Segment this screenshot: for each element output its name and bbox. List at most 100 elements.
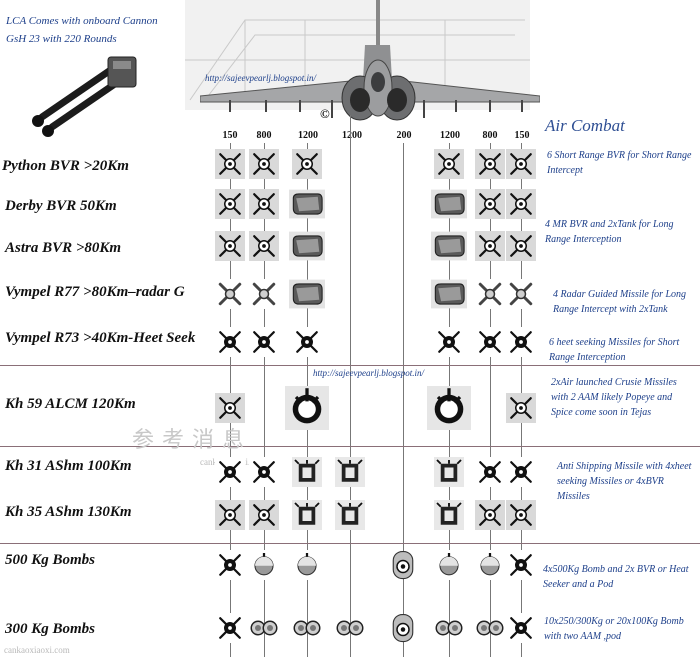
weapon-icon-x-light [249,189,279,219]
weapon-icon-bomb-pair [475,613,505,643]
weapon-icon-x-light [506,231,536,261]
row-label-500kg: 500 Kg Bombs [5,552,96,568]
watermark-chinese: 参考消息 [132,427,253,452]
row-label-r77: Vympel R77 >80Km–radar G [5,284,185,300]
row-label-astra: Astra BVR >80Km [5,240,122,256]
weapon-icon-cruise [285,386,329,430]
weapon-icon-bomb [249,550,279,580]
row-desc-kh59: 2xAir launched Crusie Missiles with 2 AA… [551,377,677,418]
weapon-icon-x-dark [506,457,536,487]
weapon-icon-tank [289,186,325,222]
weapon-icon-ashm [434,457,464,487]
weapon-icon-bomb-pair [335,613,365,643]
weapon-icon-tank [431,276,467,312]
weapon-icon-bomb [434,550,464,580]
weapon-icon-x-light [215,500,245,530]
weapon-icon-tank [289,228,325,264]
weapon-icon-x-light [215,189,245,219]
station-line [264,143,265,657]
blog-url-top[interactable]: http://sajeevpearlj.blogspot.in/ [205,73,316,83]
weapon-icon-x-gray [506,279,536,309]
row-label-kh31: Kh 31 AShm 100Km [5,458,132,474]
row-label-kh59: Kh 59 ALCM 120Km [5,396,136,412]
section-divider [0,365,700,366]
weapon-icon-bomb-tall [388,550,418,580]
row-label-300kg: 300 Kg Bombs [5,621,96,637]
weapon-icon-x-light [215,231,245,261]
weapon-icon-x-light [506,393,536,423]
station-line [403,143,404,657]
station-label: 200 [396,130,412,141]
weapon-icon-x-dark [292,327,322,357]
station-label: 1200 [342,130,362,141]
cannon-image [32,56,137,137]
weapon-icon-x-dark [215,457,245,487]
station-label: 800 [256,130,272,141]
weapon-icon-bomb-pair [249,613,279,643]
weapon-icon-x-dark [249,327,279,357]
weapon-icon-x-light [215,149,245,179]
weapon-icon-x-dark [249,457,279,487]
station-label: 1200 [440,130,460,141]
weapon-icon-x-dark [475,327,505,357]
station-label: 150 [222,130,238,141]
row-desc-r73: 6 heet seeking Missiles for Short Range … [549,337,680,363]
row-desc-derby: 4 MR BVR and 2xTank for Long Range Inter… [545,219,674,245]
weapon-icon-x-dark [506,613,536,643]
weapon-icon-bomb-pair [292,613,322,643]
row-desc-500kg: 4x500Kg Bomb and 2x BVR or Heat Seeker a… [543,564,689,590]
watermark-url-bottom: cankaoxiaoxi.com [4,645,70,655]
station-line [350,115,351,657]
weapon-icon-cruise [427,386,471,430]
weapon-icon-x-gray [249,279,279,309]
weapon-icon-tank [289,276,325,312]
row-desc-kh31: Anti Shipping Missile with 4xheet seekin… [557,461,692,502]
station-line [490,143,491,657]
weapon-icon-x-gray [475,279,505,309]
weapon-icon-x-light [506,189,536,219]
row-desc-r77: 4 Radar Guided Missile for Long Range In… [553,289,687,315]
weapon-icon-ashm [292,500,322,530]
weapon-icon-tank [431,228,467,264]
weapon-icon-x-dark [215,550,245,580]
weapon-icon-bomb-pair [434,613,464,643]
blog-url-mid[interactable]: http://sajeevpearlj.blogspot.in/ [313,368,424,378]
section-divider [0,446,700,447]
weapon-icon-x-dark [475,457,505,487]
copyright-mark: © [320,106,330,121]
weapon-icon-x-light [249,231,279,261]
weapon-icon-x-light [475,500,505,530]
row-desc-python: 6 Short Range BVR for Short Range Interc… [547,150,692,176]
weapon-icon-bomb [292,550,322,580]
weapon-icon-ashm [335,500,365,530]
row-label-python: Python BVR >20Km [2,158,129,174]
cannon-note-line2: GsH 23 with 220 Rounds [6,33,117,45]
station-label: 1200 [298,130,318,141]
weapon-icon-ashm [292,457,322,487]
weapon-icon-tank [431,186,467,222]
row-label-derby: Derby BVR 50Km [5,198,117,214]
section-divider [0,543,700,544]
air-combat-heading: Air Combat [545,116,625,135]
weapon-icon-x-dark [434,327,464,357]
aircraft-front-view [200,0,540,121]
weapon-icon-x-dark [215,327,245,357]
row-desc-300kg: 10x250/300Kg or 20x100Kg Bomb with two A… [544,616,684,642]
weapon-icon-x-light [506,149,536,179]
weapon-icon-x-light [475,189,505,219]
weapon-icon-x-light [292,149,322,179]
weapon-icon-x-light [475,231,505,261]
station-label: 150 [514,130,530,141]
weapon-icon-ashm [335,457,365,487]
weapon-icon-x-light [249,149,279,179]
weapon-icon-ashm [434,500,464,530]
weapon-icon-x-dark [215,613,245,643]
weapon-icon-x-light [249,500,279,530]
weapon-icon-bomb [475,550,505,580]
row-label-kh35: Kh 35 AShm 130Km [5,504,132,520]
weapon-icon-x-light [475,149,505,179]
weapon-icon-x-light [434,149,464,179]
weapon-icon-x-dark [506,327,536,357]
weapon-icon-x-dark [506,550,536,580]
weapon-icon-x-gray [215,279,245,309]
